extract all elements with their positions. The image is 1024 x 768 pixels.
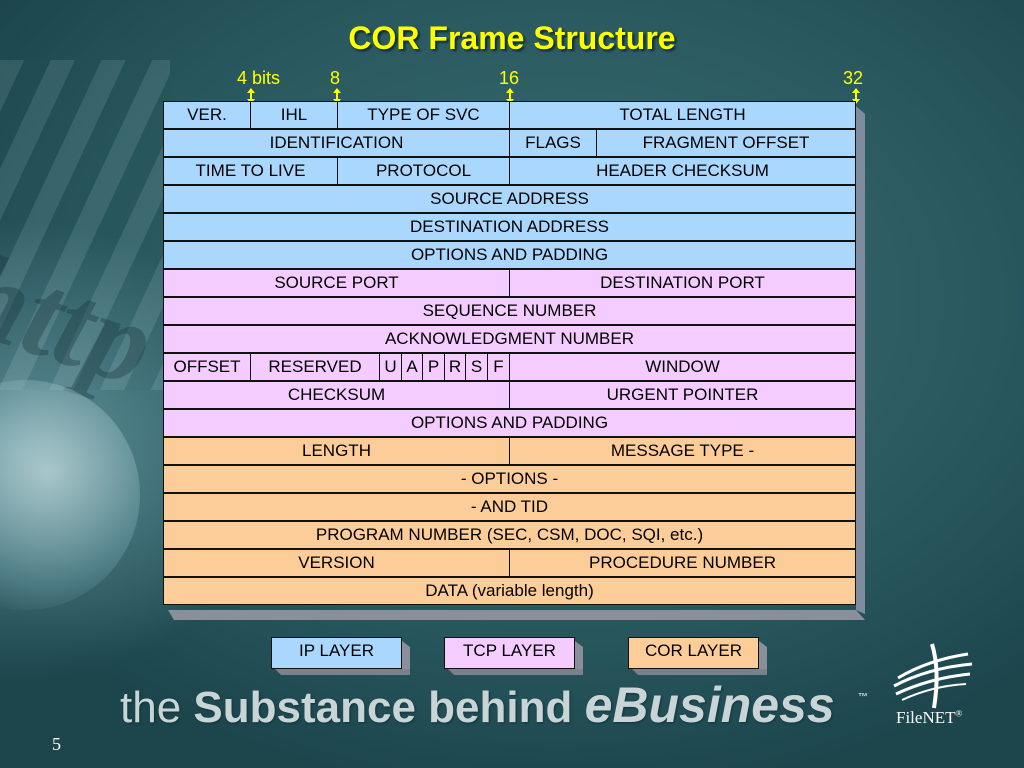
cor-layer-row: DATA (variable length) <box>163 577 856 606</box>
field-cell: TYPE OF SVC <box>337 101 510 129</box>
tagline-substance: Substance <box>193 683 416 732</box>
legend-ip-box: IP LAYER <box>271 637 402 669</box>
field-cell: URGENT POINTER <box>509 381 856 409</box>
field-cell: FLAGS <box>509 129 597 157</box>
trademark-symbol: ™ <box>858 692 868 703</box>
field-cell: IDENTIFICATION <box>163 129 510 157</box>
filenet-logo-icon <box>888 640 978 715</box>
field-cell: VER. <box>163 101 251 129</box>
legend-box-bottom <box>448 669 583 675</box>
legend-box-side <box>759 641 767 673</box>
tagline-behind: behind <box>428 683 573 732</box>
field-cell: DESTINATION ADDRESS <box>163 213 856 241</box>
ip-layer-row: DESTINATION ADDRESS <box>163 213 856 242</box>
frame-shadow-bottom <box>168 610 865 620</box>
frame-shadow-right <box>856 106 865 614</box>
field-cell: SEQUENCE NUMBER <box>163 297 856 325</box>
field-cell: SOURCE ADDRESS <box>163 185 856 213</box>
tcp-layer-row: OPTIONS AND PADDING <box>163 409 856 438</box>
filenet-brand: FileNET® <box>896 708 962 728</box>
legend-cor-box: COR LAYER <box>628 637 759 669</box>
bit-marker-arrow-icon <box>506 88 514 104</box>
legend-ip-layer: IP LAYER <box>271 637 411 675</box>
field-cell: IHL <box>250 101 338 129</box>
field-cell: R <box>444 353 466 381</box>
field-cell: TOTAL LENGTH <box>509 101 856 129</box>
field-cell: RESERVED <box>250 353 380 381</box>
field-cell: MESSAGE TYPE - <box>509 437 856 465</box>
field-cell: - AND TID <box>163 493 856 521</box>
tagline: the Substance behind eBusiness <box>120 676 835 734</box>
bit-label-4: 4 bits <box>237 68 281 88</box>
legend-tcp-layer: TCP LAYER <box>444 637 584 675</box>
ip-layer-row: SOURCE ADDRESS <box>163 185 856 214</box>
bit-marker-arrow-icon <box>852 88 860 104</box>
legend-tcp-box: TCP LAYER <box>444 637 575 669</box>
tcp-layer-row: ACKNOWLEDGMENT NUMBER <box>163 325 856 354</box>
keyboard-background-graphic <box>0 60 170 390</box>
field-cell: PROGRAM NUMBER (SEC, CSM, DOC, SQI, etc.… <box>163 521 856 549</box>
ip-layer-row: OPTIONS AND PADDING <box>163 241 856 270</box>
bit-label-8: 8 <box>330 68 341 88</box>
field-cell: OFFSET <box>163 353 251 381</box>
field-cell: OPTIONS AND PADDING <box>163 409 856 437</box>
legend-box-side <box>402 641 410 673</box>
cor-layer-row: PROGRAM NUMBER (SEC, CSM, DOC, SQI, etc.… <box>163 521 856 550</box>
field-cell: P <box>422 353 445 381</box>
field-cell: U <box>379 353 402 381</box>
field-cell: VERSION <box>163 549 510 577</box>
legend-box-bottom <box>632 669 767 675</box>
field-cell: HEADER CHECKSUM <box>509 157 856 185</box>
field-cell: A <box>401 353 423 381</box>
legend-box-bottom <box>275 669 410 675</box>
legend-box-side <box>575 641 583 673</box>
field-cell: OPTIONS AND PADDING <box>163 241 856 269</box>
brand-trademark: ® <box>955 708 963 719</box>
tagline-the: the <box>120 683 182 732</box>
bit-label-16: 16 <box>499 68 520 88</box>
field-cell: ACKNOWLEDGMENT NUMBER <box>163 325 856 353</box>
legend-cor-layer: COR LAYER <box>628 637 768 675</box>
field-cell: PROCEDURE NUMBER <box>509 549 856 577</box>
bit-marker-arrow-icon <box>247 88 255 104</box>
field-cell: PROTOCOL <box>337 157 510 185</box>
globe-background-graphic <box>0 380 140 610</box>
field-cell: TIME TO LIVE <box>163 157 338 185</box>
field-cell: CHECKSUM <box>163 381 510 409</box>
field-cell: F <box>487 353 510 381</box>
bit-marker-arrow-icon <box>333 88 341 104</box>
cor-layer-row: - OPTIONS - <box>163 465 856 494</box>
bit-label-32: 32 <box>843 68 864 88</box>
field-cell: SOURCE PORT <box>163 269 510 297</box>
tagline-ebusiness: eBusiness <box>584 677 835 733</box>
slide-title: COR Frame Structure <box>348 20 676 56</box>
field-cell: - OPTIONS - <box>163 465 856 493</box>
field-cell: DESTINATION PORT <box>509 269 856 297</box>
field-cell: LENGTH <box>163 437 510 465</box>
page-number: 5 <box>52 734 61 754</box>
field-cell: DATA (variable length) <box>163 577 856 605</box>
tcp-layer-row: SEQUENCE NUMBER <box>163 297 856 326</box>
brand-name: FileNET <box>896 708 956 727</box>
field-cell: WINDOW <box>509 353 856 381</box>
cor-layer-row: - AND TID <box>163 493 856 522</box>
field-cell: S <box>465 353 488 381</box>
field-cell: FRAGMENT OFFSET <box>596 129 856 157</box>
